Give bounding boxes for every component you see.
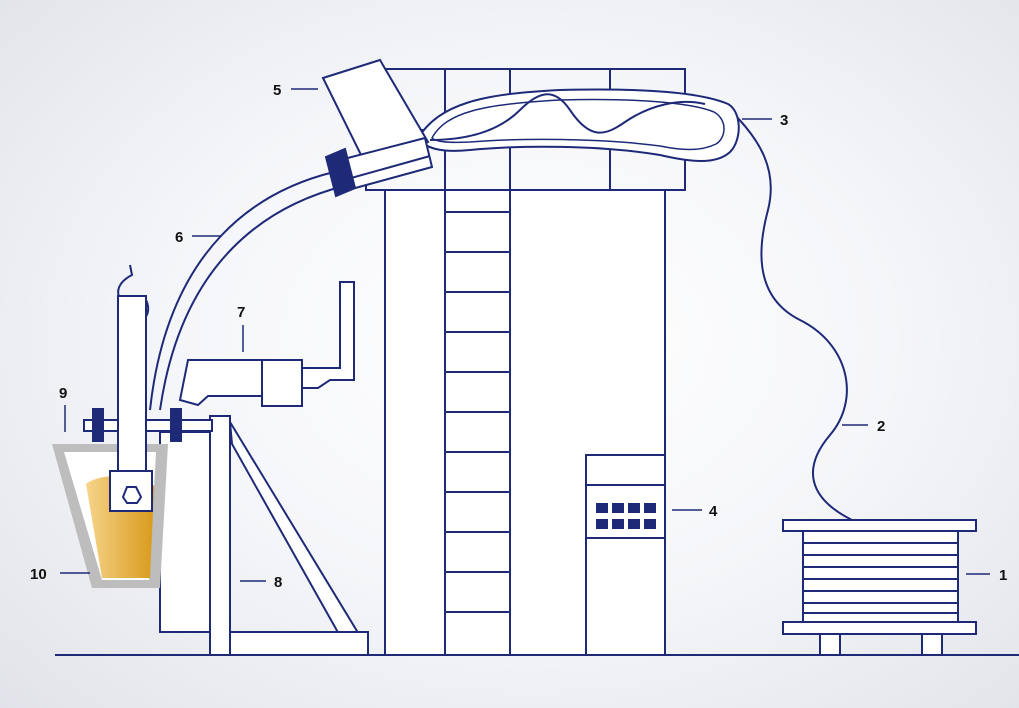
callout-5: 5 (273, 82, 318, 99)
ladle (52, 444, 168, 588)
control-cabinet (585, 454, 666, 656)
callout-6-number: 6 (175, 229, 183, 246)
wire-loop-outer (416, 88, 740, 162)
wire-feeder-unit (321, 58, 434, 198)
callout-10: 10 (30, 566, 90, 583)
ladder-rungs (445, 211, 510, 613)
callout-9-number: 9 (59, 385, 67, 402)
callout-4-number: 4 (709, 503, 718, 520)
cored-wire-strand (731, 111, 853, 521)
callout-8-number: 8 (274, 574, 282, 591)
callout-7: 7 (237, 304, 245, 352)
wire-loop-inner (431, 98, 725, 151)
callout-5-number: 5 (273, 82, 281, 99)
clamp-bar (83, 408, 213, 442)
wire-loop-wave (429, 93, 706, 141)
callout-2-number: 2 (877, 418, 885, 435)
callout-2: 2 (842, 418, 885, 435)
injection-lance (109, 264, 153, 512)
callout-1: 1 (966, 567, 1007, 584)
callout-6: 6 (175, 229, 222, 246)
manipulator-arm (178, 281, 355, 407)
callout-9: 9 (59, 385, 67, 432)
callout-8: 8 (240, 574, 282, 591)
callout-1-number: 1 (999, 567, 1007, 584)
support-stand (159, 415, 369, 656)
control-panel-buttons (596, 503, 656, 529)
callout-10-number: 10 (30, 566, 47, 583)
callout-4: 4 (672, 503, 718, 520)
callout-7-number: 7 (237, 304, 245, 321)
callout-3-number: 3 (780, 112, 788, 129)
callout-3: 3 (742, 112, 788, 129)
wire-coil (782, 519, 977, 656)
